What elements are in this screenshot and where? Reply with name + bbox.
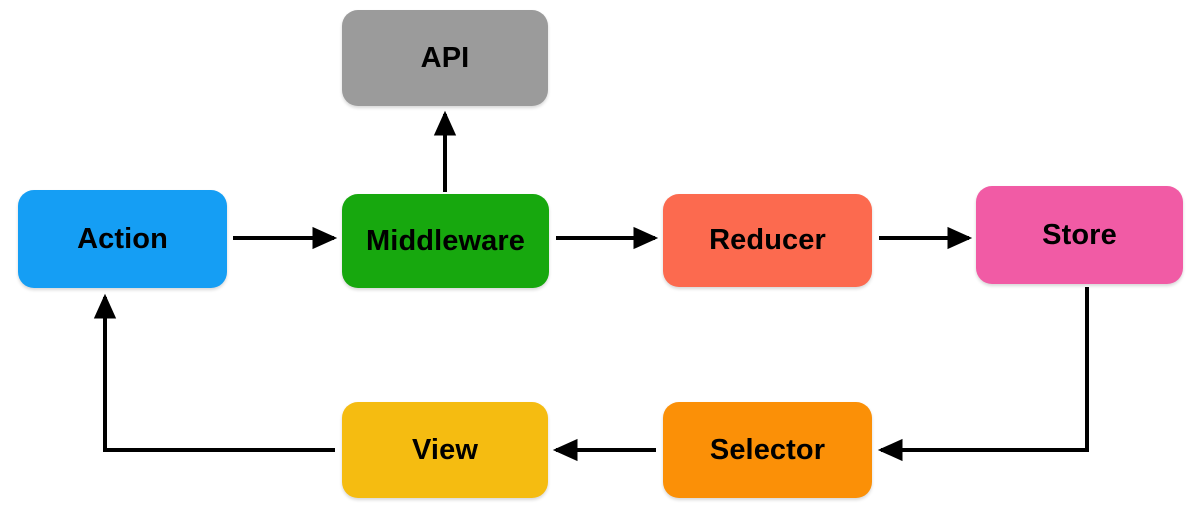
node-reducer[interactable]: Reducer	[663, 194, 872, 287]
node-api-label: API	[420, 41, 470, 74]
node-middleware[interactable]: Middleware	[342, 194, 549, 288]
node-middleware-label: Middleware	[366, 224, 525, 257]
node-selector-label: Selector	[709, 433, 826, 466]
node-selector[interactable]: Selector	[663, 402, 872, 498]
node-view-label: View	[412, 433, 478, 466]
node-store[interactable]: Store	[976, 186, 1183, 284]
edge-store-to-selector	[877, 287, 1089, 462]
edge-view-to-action	[93, 293, 335, 452]
node-api[interactable]: API	[342, 10, 548, 106]
node-store-label: Store	[1042, 218, 1117, 251]
node-action-label: Action	[77, 222, 168, 255]
node-view[interactable]: View	[342, 402, 548, 498]
node-reducer-label: Reducer	[709, 224, 826, 256]
node-action[interactable]: Action	[18, 190, 227, 288]
